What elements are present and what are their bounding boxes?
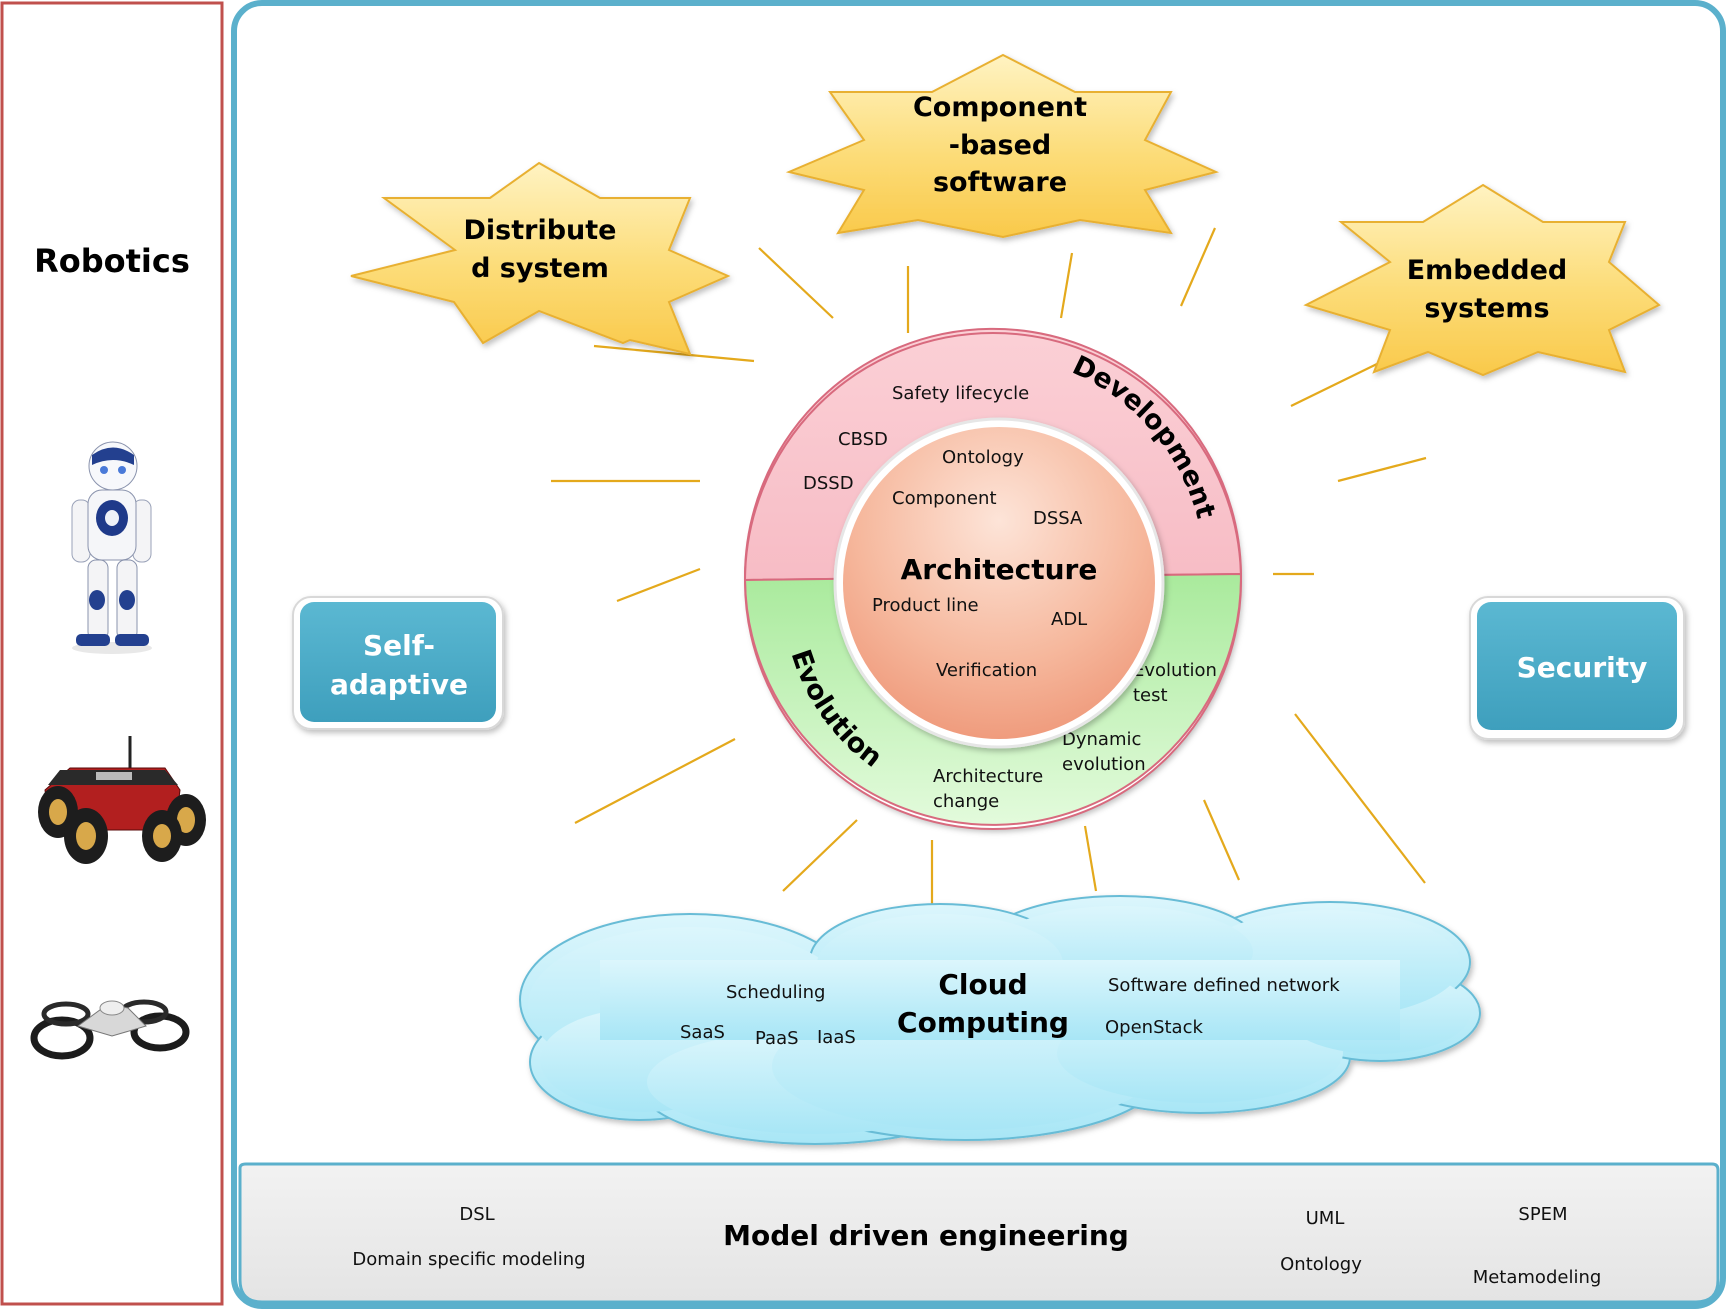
wheeled-robot-icon [38, 736, 206, 864]
ray [1294, 713, 1426, 884]
ray [758, 247, 834, 319]
robotics-title: Robotics [34, 242, 190, 280]
evo-item-dynamic: Dynamic [1062, 729, 1141, 750]
mde-item-metamodeling: Metamodeling [1473, 1267, 1602, 1288]
box-fill [1477, 602, 1677, 730]
ray [1083, 825, 1098, 892]
cloud-item-saas: SaaS [680, 1022, 725, 1043]
cloud-title-1: Cloud [938, 968, 1027, 1001]
mde-item-ontology: Ontology [1280, 1254, 1362, 1275]
ray [1202, 799, 1241, 881]
security-label: Security [1517, 651, 1648, 684]
dev-item-dssd: DSSD [803, 473, 854, 494]
ray [574, 738, 736, 824]
evo-item-change: change [933, 791, 999, 812]
cloud-computing-cloud: Cloud Computing Scheduling SaaS PaaS Iaa… [519, 895, 1481, 1145]
star-line-2: d system [471, 253, 609, 284]
cloud-title-2: Computing [897, 1006, 1069, 1039]
arch-item-dssa: DSSA [1033, 508, 1083, 529]
ray [782, 819, 858, 892]
evo-item-architecture: Architecture [933, 766, 1043, 787]
ray [1290, 361, 1382, 407]
star-line-2: -based [949, 130, 1051, 161]
humanoid-robot-icon [71, 441, 152, 654]
cloud-item-scheduling: Scheduling [726, 982, 825, 1003]
star-shape [785, 53, 1220, 239]
star-line-2: systems [1424, 293, 1549, 324]
mde-panel [238, 1162, 1720, 1304]
box-fill [300, 602, 496, 722]
arch-item-verification: Verification [936, 660, 1037, 681]
box-line-1: Self- [363, 629, 435, 662]
ray [616, 567, 701, 603]
architecture-circle: Development Evolution Safety lifecycle C… [743, 328, 1243, 830]
mde-item-spem: SPEM [1518, 1204, 1567, 1225]
ray [593, 344, 755, 363]
box-line-2: adaptive [330, 668, 468, 701]
star-line-1: Embedded [1407, 255, 1568, 286]
self-adaptive-box: Self- adaptive [292, 596, 504, 730]
dev-item-safety-lifecycle: Safety lifecycle [892, 383, 1029, 404]
arch-item-component: Component [892, 488, 997, 509]
cloud-item-iaas: IaaS [817, 1027, 856, 1048]
ray [1179, 227, 1217, 307]
architecture-title: Architecture [901, 553, 1098, 586]
ray [1337, 456, 1427, 483]
architecture-core [843, 427, 1155, 739]
evo-item-evolution: Evolution [1133, 660, 1217, 681]
mde-item-dsl: DSL [459, 1204, 494, 1225]
mde-item-domain-specific-modeling: Domain specific modeling [352, 1249, 585, 1270]
cloud-item-sdn: Software defined network [1108, 975, 1340, 996]
evo-item-evolution-2: evolution [1062, 754, 1146, 775]
cloud-item-paas: PaaS [755, 1028, 799, 1049]
distributed-system-star: Distribute d system [350, 161, 731, 356]
component-based-software-star: Component -based software [785, 53, 1220, 239]
cloud-item-openstack: OpenStack [1105, 1017, 1203, 1038]
arch-item-adl: ADL [1051, 609, 1087, 630]
star-line-1: Component [913, 92, 1087, 123]
mde-item-uml: UML [1306, 1208, 1345, 1229]
robotics-panel: Robotics [0, 1, 224, 1306]
star-line-3: software [933, 167, 1067, 198]
dev-item-cbsd: CBSD [838, 429, 888, 450]
security-box: Security [1469, 596, 1685, 740]
embedded-systems-star: Embedded systems [1303, 183, 1661, 377]
connector-rays [551, 227, 1427, 906]
mde-title: Model driven engineering [723, 1219, 1129, 1252]
star-shape [1303, 183, 1661, 377]
arch-item-product-line: Product line [872, 595, 979, 616]
star-shape [350, 161, 731, 356]
model-driven-engineering-bar: Model driven engineering DSL Domain spec… [238, 1162, 1720, 1304]
arch-item-ontology: Ontology [942, 447, 1024, 468]
ray [1059, 252, 1074, 319]
star-line-1: Distribute [464, 215, 617, 246]
evo-item-test: test [1133, 685, 1168, 706]
quadcopter-drone-icon [30, 999, 190, 1060]
